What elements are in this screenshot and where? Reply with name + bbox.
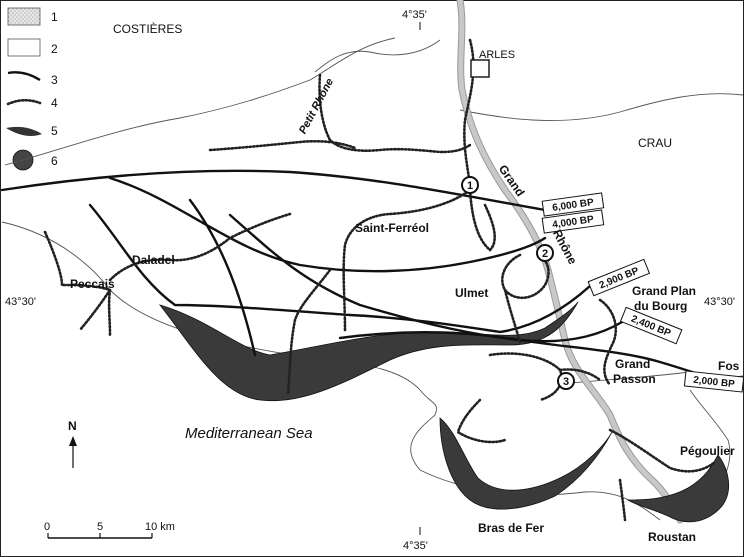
channel-arles-west (318, 73, 472, 154)
place-labels: COSTIÈRES CRAU Mediterranean Sea ARLES P… (70, 21, 740, 544)
scale-label-5: 5 (97, 521, 103, 533)
place-peccais: Peccais (70, 277, 115, 291)
place-fos: Fos (718, 359, 740, 373)
site-marker-3-label: 3 (563, 376, 569, 388)
site-markers: 1 2 3 (461, 176, 575, 390)
place-roustan: Roustan (648, 530, 696, 544)
lon-label-top: 4°35' (402, 9, 427, 21)
place-du-bourg: du Bourg (634, 299, 687, 313)
ridge-2400 (228, 213, 624, 343)
channel-peccais-mouth (78, 288, 112, 337)
legend-key-2: 2 (51, 42, 58, 56)
ridge-west-arc (188, 198, 257, 357)
site-marker-1 (461, 176, 479, 194)
rivers (314, 0, 684, 524)
legend-key-1: 1 (51, 10, 58, 24)
ridge-2000 (338, 331, 714, 382)
age-box-2000 (683, 370, 744, 393)
north-label: N (68, 419, 77, 433)
legend-swatch-dotted-line (6, 98, 42, 106)
legend-key-4: 4 (51, 96, 58, 110)
place-saint-ferreol: Saint-Ferréol (355, 221, 429, 235)
place-pegoulier: Pégoulier (680, 444, 735, 458)
channel-roustan (618, 478, 627, 522)
channel-saint-ferreol (342, 188, 472, 332)
lobe-pegoulier-roustan (626, 454, 730, 523)
lat-label-left: 43°30' (5, 296, 36, 308)
place-ulmet: Ulmet (455, 286, 488, 300)
channel-petit-rhone-arm (208, 139, 357, 152)
channel-ulmet-south (503, 288, 522, 344)
scale-label-10: 10 km (145, 521, 175, 533)
town-arles: ARLES (479, 49, 515, 61)
legend-key-5: 5 (51, 124, 58, 138)
petit-rhone-river (314, 39, 441, 73)
place-grand-passon-2: Passon (613, 372, 656, 386)
age-label-2000: 2,000 BP (693, 375, 736, 390)
channel-daladel (108, 212, 292, 282)
lon-label-bottom: 4°35' (403, 540, 428, 552)
beach-ridges (0, 169, 714, 382)
palaeochannels (43, 38, 717, 522)
costieres-edge (4, 37, 396, 166)
place-grand-passon-1: Grand (615, 357, 650, 371)
channel-peccais (43, 230, 112, 292)
legend-swatch-solid-line (7, 71, 41, 82)
place-grand-plan: Grand Plan (632, 284, 696, 298)
legend: 1 2 3 4 5 6 (6, 7, 58, 171)
ridge-2900 (88, 203, 592, 334)
age-labels: 6,000 BP 4,000 BP 2,900 BP 2,400 BP 2,00… (541, 192, 744, 393)
channel-bras-de-fer (456, 398, 507, 444)
channel-saint-ferreol-loop (468, 188, 496, 252)
age-box-2900 (587, 258, 651, 297)
north-arrow-icon (69, 436, 77, 446)
site-marker-1-label: 1 (467, 180, 473, 192)
site-marker-2 (536, 244, 554, 262)
place-daladel: Daladel (132, 253, 175, 267)
lobe-saint-ferreol (158, 301, 579, 402)
legend-key-3: 3 (51, 73, 58, 87)
site-marker-2-label: 2 (542, 248, 548, 260)
channel-grand-plan (598, 298, 617, 387)
region-crau: CRAU (638, 136, 672, 150)
legend-key-6: 6 (51, 154, 58, 168)
place-bras-de-fer: Bras de Fer (478, 521, 544, 535)
channel-pegoulier (608, 428, 717, 473)
age-box-6000 (541, 192, 605, 217)
channel-central (286, 268, 332, 397)
scale-bar: 0 5 10 km (44, 521, 175, 539)
legend-swatch-stippled (7, 7, 41, 26)
arles-marker (470, 59, 490, 78)
channel-ulmet (500, 253, 550, 299)
region-costieres: COSTIÈRES (113, 21, 182, 36)
scale-label-0: 0 (44, 521, 50, 533)
age-box-4000 (541, 209, 605, 234)
region-sea: Mediterranean Sea (185, 425, 313, 442)
site-marker-3 (557, 372, 575, 390)
legend-swatch-dark-lobe (6, 126, 42, 136)
age-box-2400 (619, 306, 683, 345)
ridge-4000 (108, 176, 547, 273)
channel-grand-passon (488, 352, 602, 402)
legend-swatch-blank (7, 38, 41, 57)
north-arrow: N (68, 419, 77, 468)
graticule-labels: 4°35' 4°35' 43°30' 43°30' (5, 9, 735, 552)
lat-label-right: 43°30' (704, 296, 735, 308)
grand-rhone-river (457, 0, 683, 523)
crau-edge (459, 93, 744, 121)
